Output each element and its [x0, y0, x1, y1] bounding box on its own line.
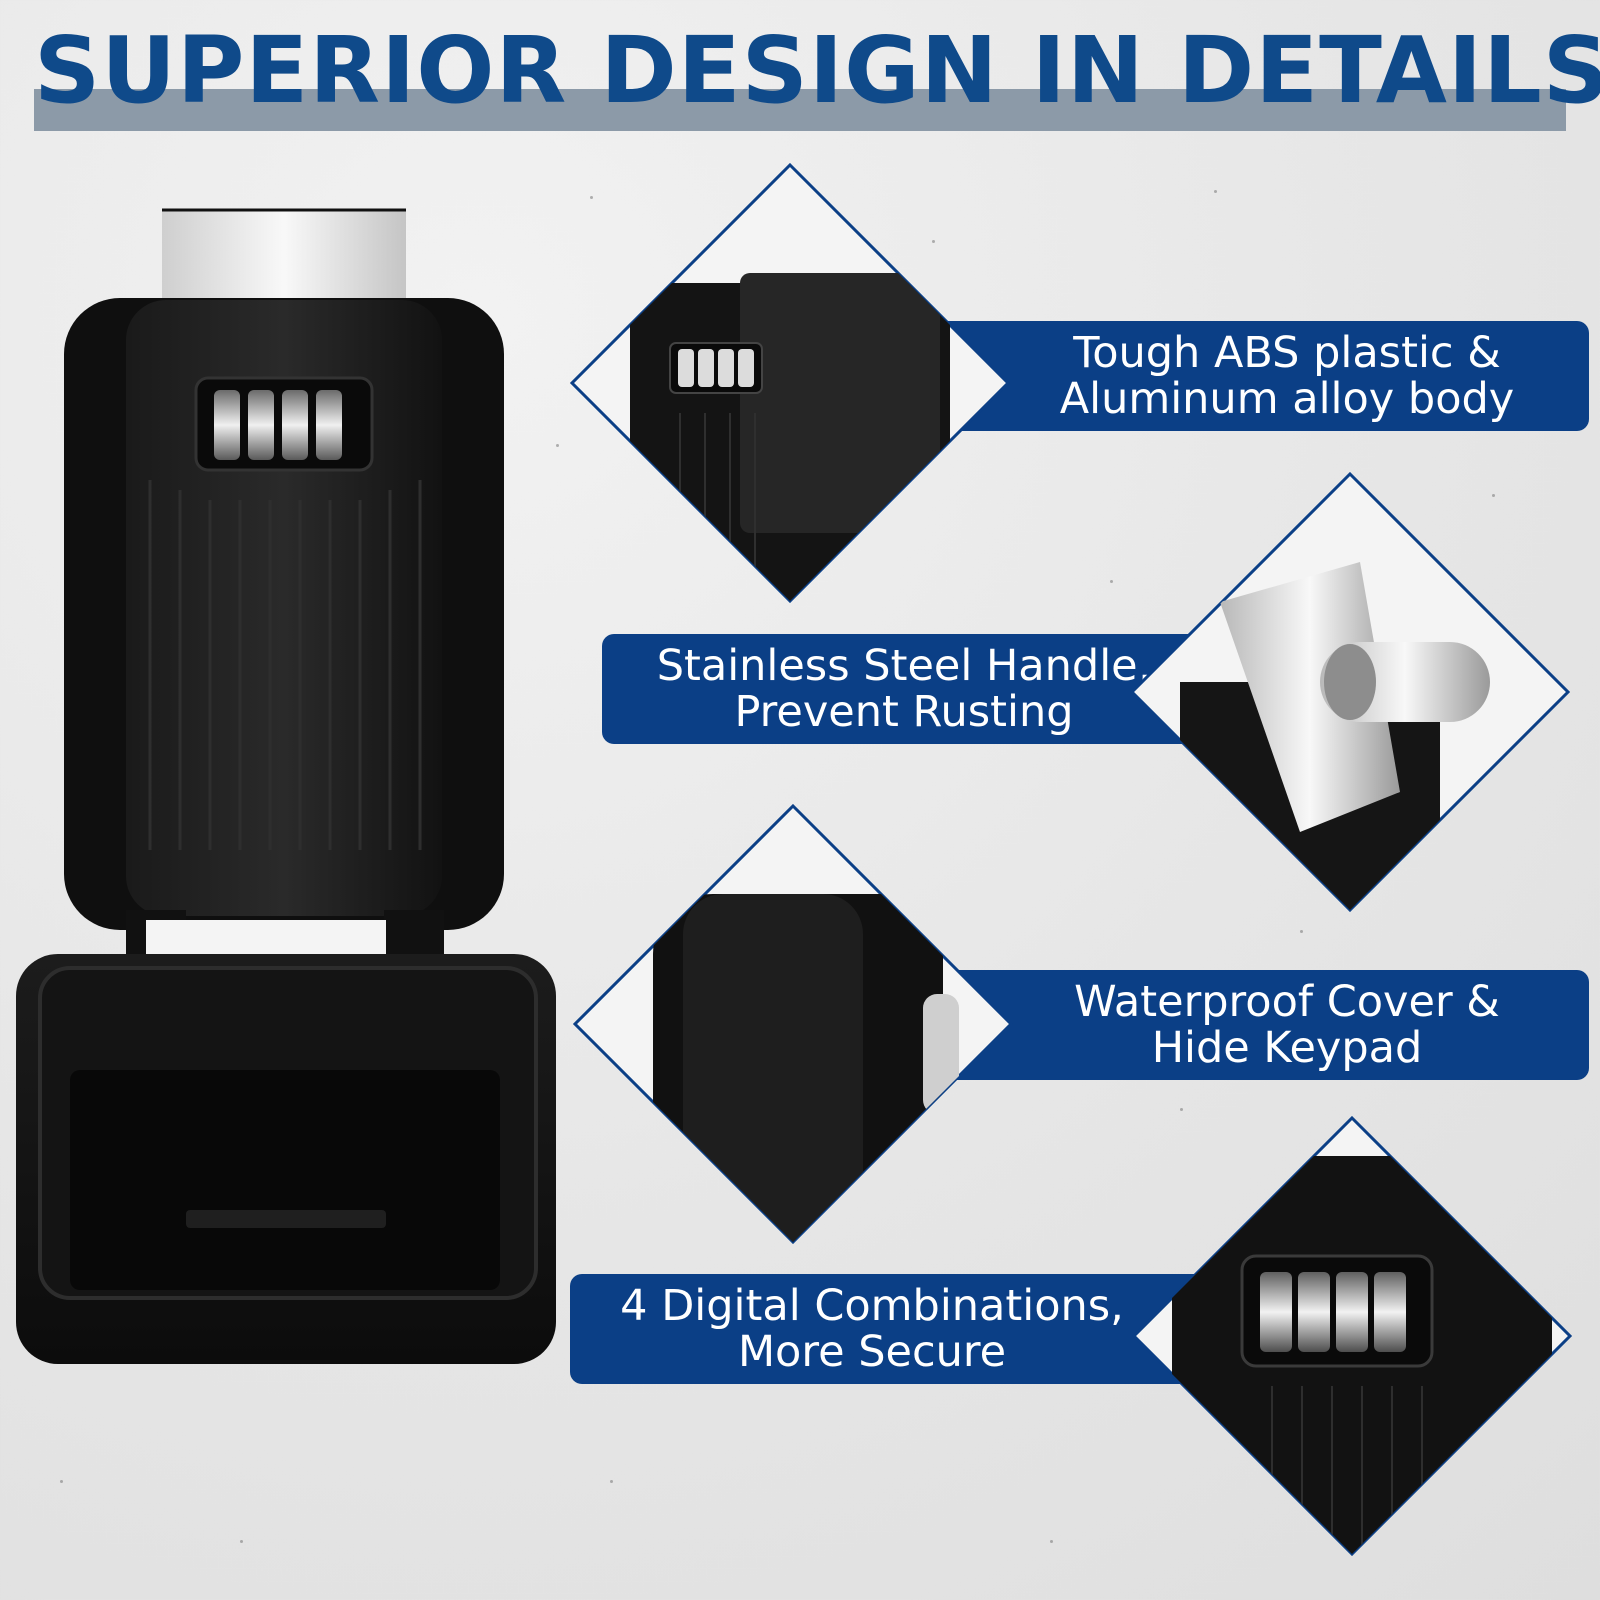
- paper-speck: [60, 1480, 63, 1483]
- paper-speck: [610, 1480, 613, 1483]
- key-lock-box-open-icon: [16, 208, 556, 1364]
- paper-speck: [1300, 930, 1303, 933]
- feature-band-material: Tough ABS plastic & Aluminum alloy body: [905, 321, 1589, 431]
- paper-speck: [240, 1540, 243, 1543]
- lock-box-angle-icon: [570, 163, 1010, 603]
- paper-speck: [1492, 494, 1495, 497]
- feature-band-cover: Waterproof Cover & Hide Keypad: [905, 970, 1589, 1080]
- paper-speck: [1180, 1108, 1183, 1111]
- feature-line: Hide Keypad: [1151, 1023, 1423, 1073]
- paper-speck: [932, 240, 935, 243]
- feature-diamond-material: [570, 163, 1010, 603]
- hero-product-image: [0, 190, 590, 1410]
- paper-speck: [1214, 190, 1217, 193]
- feature-line: Prevent Rusting: [734, 687, 1074, 737]
- steel-shackle-icon: [1130, 472, 1570, 912]
- feature-line: Waterproof Cover &: [1074, 977, 1500, 1027]
- paper-speck: [1050, 1540, 1053, 1543]
- feature-line: 4 Digital Combinations,: [620, 1281, 1124, 1331]
- feature-line: More Secure: [737, 1327, 1007, 1377]
- paper-speck: [590, 196, 593, 199]
- feature-line: Aluminum alloy body: [1059, 374, 1515, 424]
- page-title: SUPERIOR DESIGN IN DETAILS: [34, 17, 1600, 124]
- feature-diamond-handle: [1130, 472, 1570, 912]
- feature-line: Tough ABS plastic &: [1073, 328, 1501, 378]
- feature-band-combination: 4 Digital Combinations, More Secure: [570, 1274, 1254, 1384]
- combination-dial-icon: [1132, 1116, 1572, 1556]
- paper-speck: [556, 444, 559, 447]
- feature-diamond-combination: [1132, 1116, 1572, 1556]
- paper-speck: [1110, 580, 1113, 583]
- headline-underline-band: [34, 89, 1566, 131]
- waterproof-cover-icon: [573, 804, 1013, 1244]
- feature-line: Stainless Steel Handle,: [656, 641, 1152, 691]
- feature-diamond-cover: [573, 804, 1013, 1244]
